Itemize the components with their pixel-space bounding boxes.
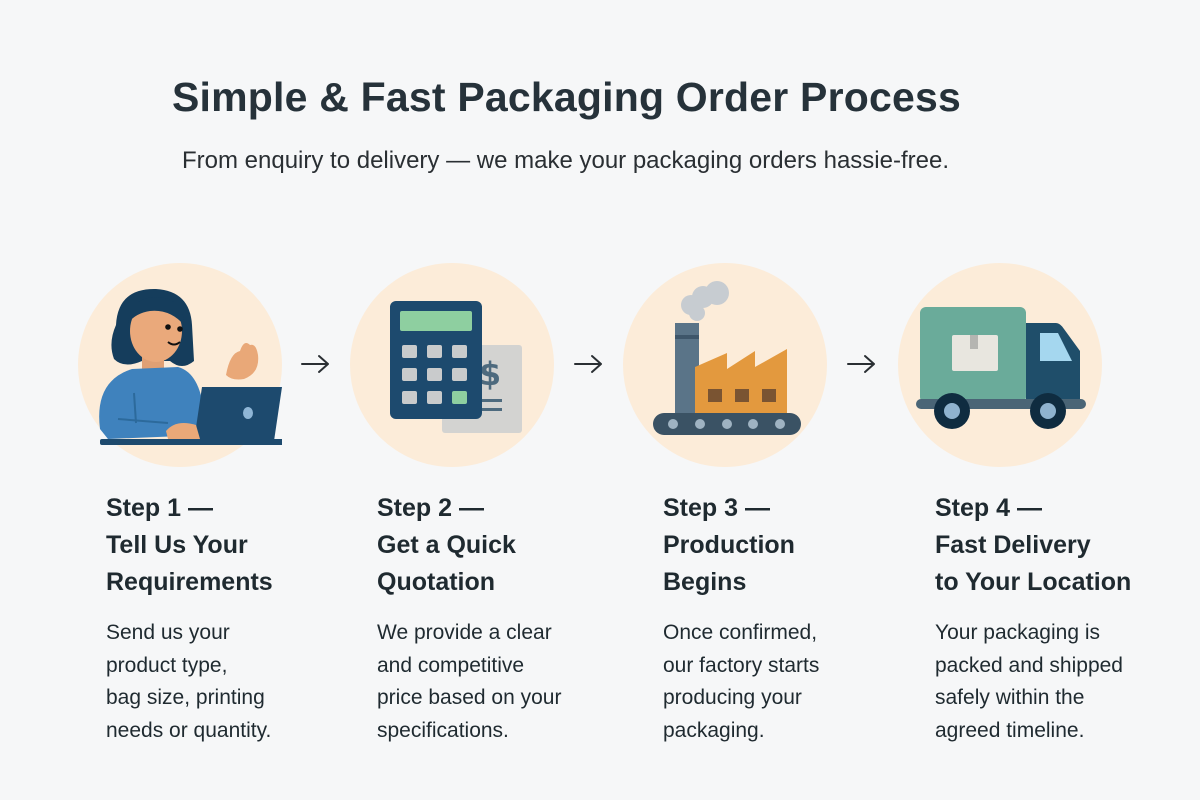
step-2-icon-circle: $: [350, 263, 554, 467]
arrow-right-icon: [300, 352, 332, 376]
step-4-icon-circle: [898, 263, 1102, 467]
step-4-description: Your packaging is packed and shipped saf…: [935, 621, 1123, 742]
arrow-right-icon: [573, 352, 605, 376]
step-3-icon-circle: [623, 263, 827, 467]
step-1-description: Send us your product type, bag size, pri…: [106, 621, 272, 742]
step-1-heading: Step 1 — Tell Us Your Requirements: [106, 494, 273, 596]
step-3: Step 3 — Production Begins Once confirme…: [663, 490, 923, 747]
calculator-quote-icon: $: [390, 301, 522, 433]
step-2-description: We provide a clear and competitive price…: [377, 621, 562, 742]
svg-text:$: $: [479, 355, 501, 393]
step-1: Step 1 — Tell Us Your Requirements Send …: [106, 490, 366, 747]
arrow-right-icon: [846, 352, 878, 376]
step-1-icon-circle: [78, 263, 282, 467]
step-4: Step 4 — Fast Delivery to Your Location …: [935, 490, 1195, 747]
step-2: Step 2 — Get a Quick Quotation We provid…: [377, 490, 637, 747]
step-3-description: Once confirmed, our factory starts produ…: [663, 621, 820, 742]
delivery-truck-icon: [916, 307, 1086, 429]
page-subtitle: From enquiry to delivery — we make your …: [182, 147, 949, 174]
step-2-heading: Step 2 — Get a Quick Quotation: [377, 494, 516, 596]
factory-icon: [653, 281, 801, 435]
page-title: Simple & Fast Packaging Order Process: [172, 74, 961, 120]
person-laptop-icon: [99, 288, 282, 445]
step-3-heading: Step 3 — Production Begins: [663, 494, 795, 596]
step-4-heading: Step 4 — Fast Delivery to Your Location: [935, 494, 1132, 596]
